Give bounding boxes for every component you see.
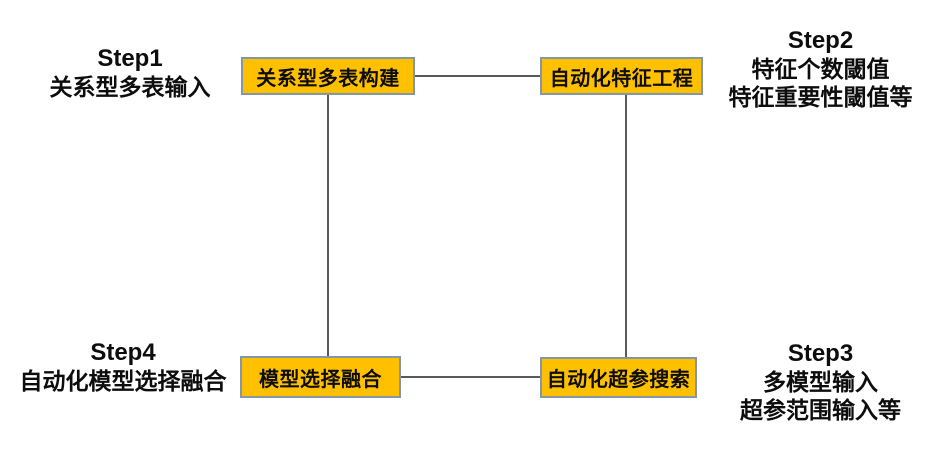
node-automated-hyperparameter-search: 自动化超参搜索: [540, 357, 697, 398]
step3-line-2: 超参范围输入等: [740, 396, 901, 423]
connector-left: [327, 95, 329, 357]
step3-label: Step3 多模型输入 超参范围输入等: [698, 340, 943, 424]
step2-line-1: 特征个数閾值: [751, 55, 890, 82]
step1-title: Step1: [97, 45, 163, 72]
step3-title: Step3: [787, 340, 854, 367]
node-label: 自动化特征工程: [549, 67, 694, 90]
step2-label: Step2 特征个数閾值 特征重要性閾值等: [698, 27, 943, 111]
connector-bottom: [400, 376, 540, 378]
step4-title: Step4: [90, 339, 156, 366]
step1-line-1: 关系型多表输入: [49, 73, 211, 100]
connector-right: [625, 95, 627, 357]
node-relational-multi-table-construction: 关系型多表构建: [241, 57, 415, 95]
node-label: 模型选择融合: [259, 368, 382, 391]
node-model-selection-fusion: 模型选择融合: [240, 356, 401, 398]
step4-line-1: 自动化模型选择融合: [19, 367, 227, 394]
node-label: 自动化超参搜索: [546, 369, 691, 391]
step2-line-2: 特征重要性閾值等: [728, 83, 913, 110]
step3-line-1: 多模型输入: [763, 368, 878, 395]
step1-label: Step1 关系型多表输入: [10, 45, 250, 101]
node-automated-feature-engineering: 自动化特征工程: [540, 57, 703, 95]
step4-label: Step4 自动化模型选择融合: [2, 339, 244, 395]
step2-title: Step2: [787, 27, 854, 54]
node-label: 关系型多表构建: [256, 67, 400, 90]
connector-top: [415, 75, 540, 77]
